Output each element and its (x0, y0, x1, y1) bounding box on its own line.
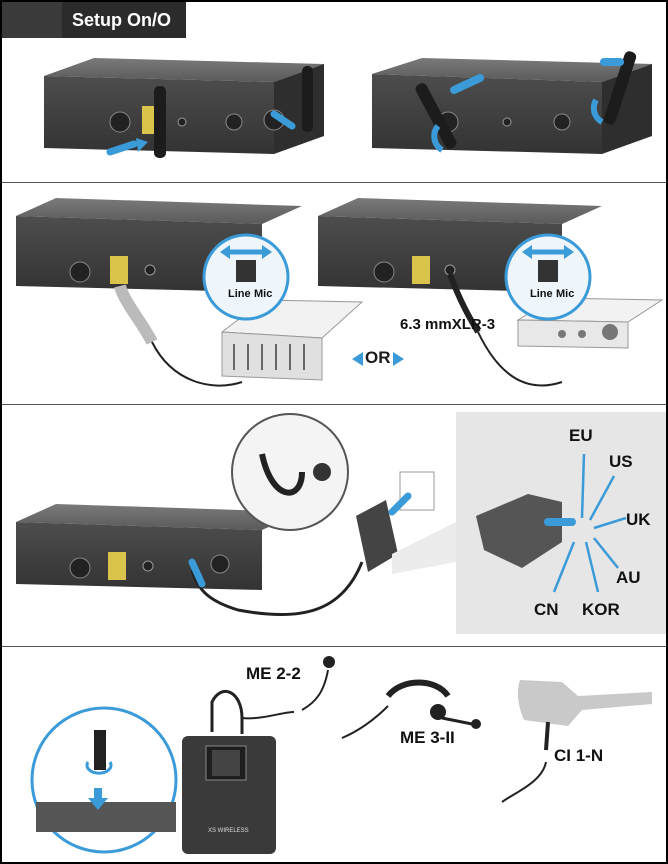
receiver-audio-amp (318, 198, 664, 387)
mic-label-me3: ME 3-II (400, 728, 455, 747)
receiver-power (16, 412, 666, 634)
receiver-antenna-right (372, 51, 652, 154)
bodypack-section (30, 656, 652, 854)
switch-line-label: Line (530, 288, 553, 300)
page-title-text: Setup On/O (72, 10, 171, 30)
connector-label: 6.3 mmXLR-3 (400, 316, 496, 333)
region-eu: EU (569, 426, 593, 445)
switch-mic-label: Mic (556, 288, 575, 300)
mic-label-me22: ME 2-2 (246, 664, 301, 683)
arrow-right-icon (392, 351, 404, 366)
or-label: OR (365, 348, 391, 367)
region-au: AU (616, 568, 641, 587)
cable-label-ci1: CI 1-N (554, 746, 604, 765)
receiver-antenna-left (44, 58, 324, 158)
section-divider (2, 404, 666, 405)
page-title: Setup On/O (2, 2, 186, 38)
region-cn: CN (534, 600, 559, 619)
section-divider (2, 646, 666, 647)
device-brand: XS WIRELESS (208, 828, 249, 834)
switch-mic-label: Mic (254, 288, 273, 300)
receiver-audio-mixer (16, 198, 364, 387)
switch-line-label: Line (228, 288, 251, 300)
region-us: US (609, 452, 633, 471)
or-separator: OR (352, 348, 404, 368)
region-uk: UK (626, 510, 651, 529)
section-divider (2, 182, 666, 183)
arrow-left-icon (352, 351, 363, 366)
region-kor: KOR (582, 600, 620, 619)
